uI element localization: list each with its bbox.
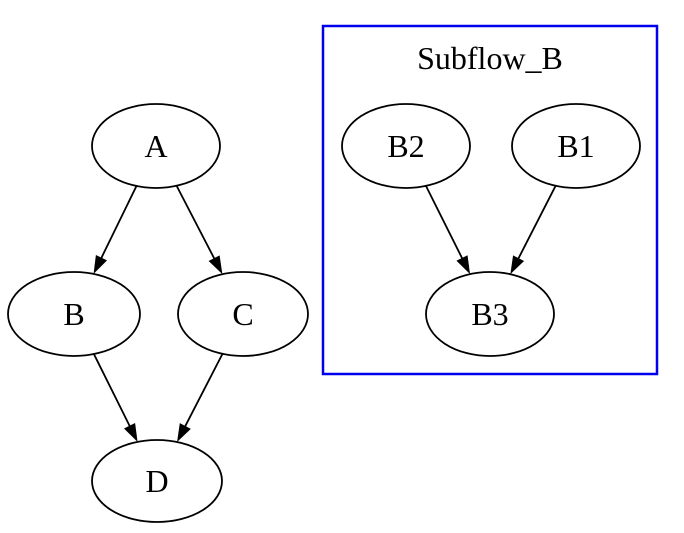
arrowhead-B2-B3 [456, 255, 471, 275]
edge-A-B [98, 185, 138, 262]
node-B1-label: B1 [557, 128, 594, 164]
node-B3-label: B3 [471, 296, 508, 332]
node-B1: B1 [511, 103, 641, 189]
arrowhead-B-D [123, 422, 138, 442]
node-B2-label: B2 [387, 128, 424, 164]
node-D: D [91, 439, 223, 523]
node-D-ellipse [91, 439, 223, 523]
node-B-ellipse [7, 271, 141, 357]
arrowhead-B1-B3 [510, 255, 525, 275]
arrowhead-C-D [177, 423, 191, 443]
node-B2: B2 [341, 103, 471, 189]
edge-A-C [175, 185, 217, 263]
node-B3: B3 [425, 271, 555, 357]
node-C-label: C [232, 296, 253, 332]
edge-B2-B3 [425, 185, 465, 262]
cluster-Subflow_B-title: Subflow_B [417, 40, 563, 76]
node-C-ellipse [177, 271, 309, 357]
edge-B-D [93, 353, 133, 430]
node-A: A [91, 103, 221, 189]
cluster-Subflow_B-border [321, 24, 659, 376]
node-B1-ellipse [511, 103, 641, 189]
node-B: B [7, 271, 141, 357]
node-C: C [177, 271, 309, 357]
node-A-label: A [144, 128, 167, 164]
node-A-ellipse [91, 103, 221, 189]
arrowhead-A-B [93, 254, 108, 274]
node-B-label: B [63, 296, 84, 332]
node-B3-ellipse [425, 271, 555, 357]
node-B2-ellipse [341, 103, 471, 189]
edge-C-D [182, 353, 224, 430]
node-D-label: D [145, 463, 168, 499]
arrowhead-A-C [208, 255, 223, 275]
edge-B1-B3 [515, 185, 557, 263]
